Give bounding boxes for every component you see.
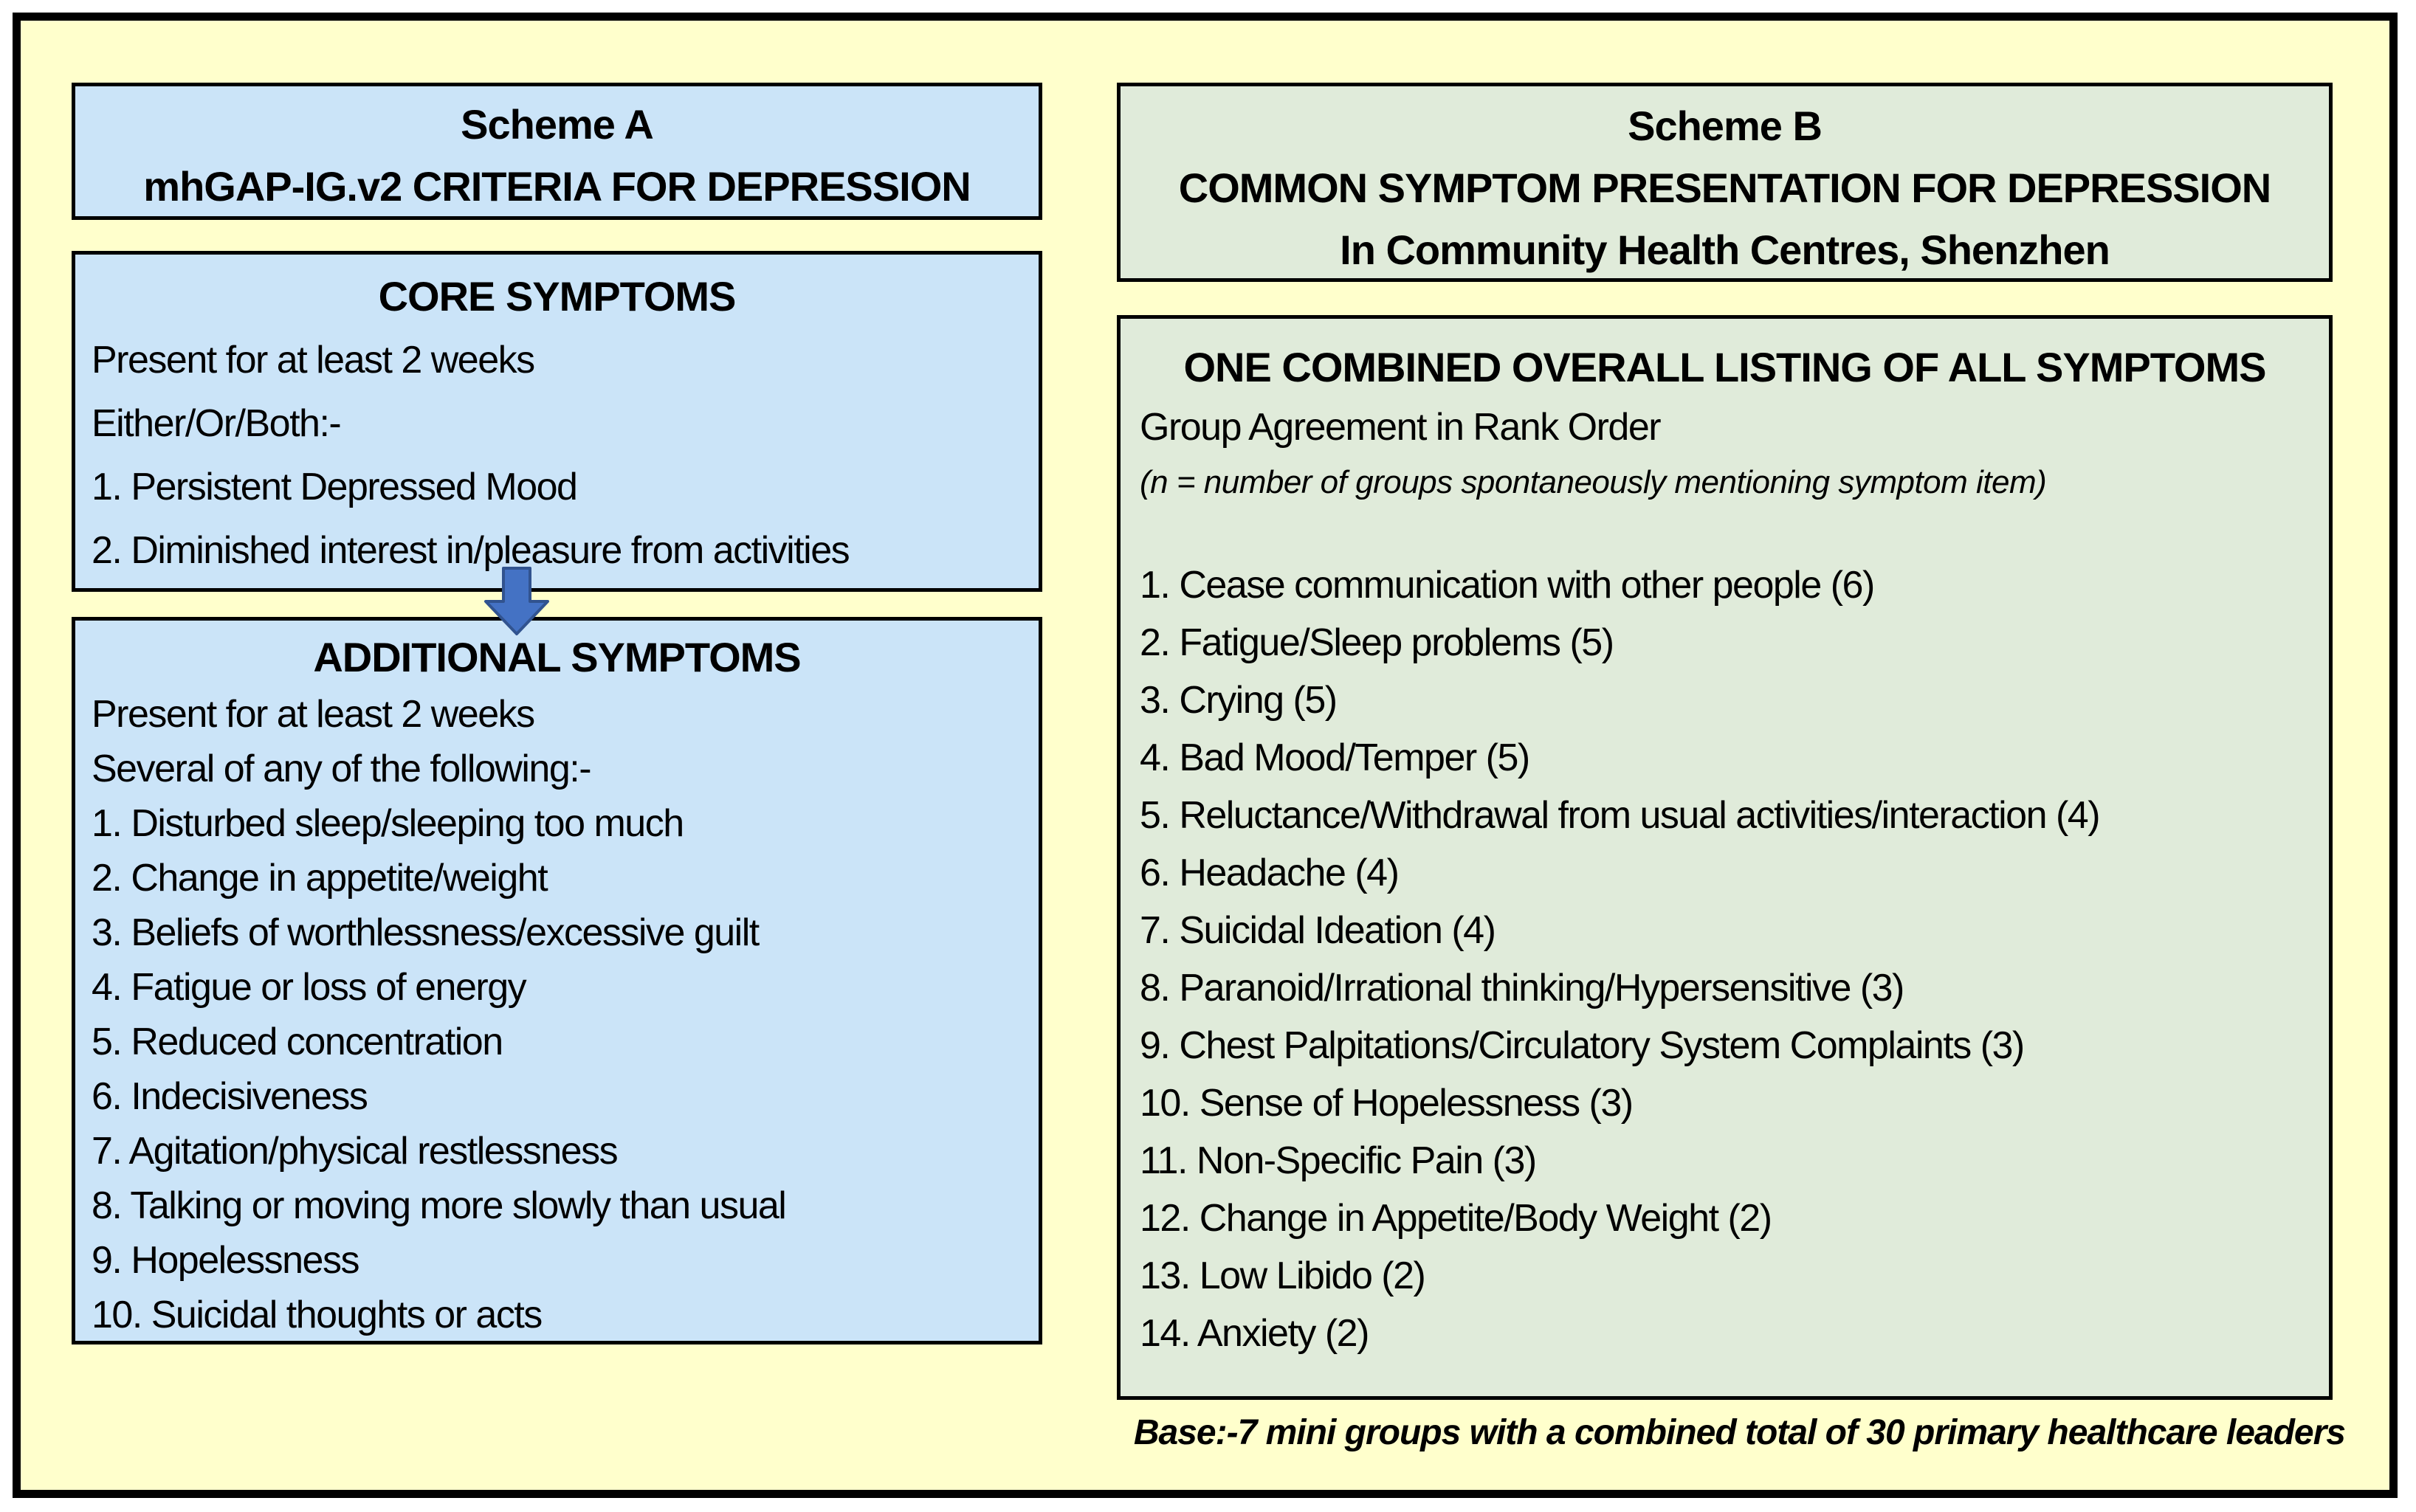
symptom-rank-item: 14. Anxiety (2) [1140,1312,1369,1355]
additional-symptoms-title: ADDITIONAL SYMPTOMS [313,634,801,680]
symptom-rank-item: 7. Suicidal Ideation (4) [1140,909,1496,952]
list-spacer [1140,509,2329,556]
additional-symptom-line: 9. Hopelessness [92,1239,359,1282]
scheme-a-subtitle: mhGAP-IG.v2 CRITERIA FOR DEPRESSION [143,163,971,210]
symptom-rank-item: 3. Crying (5) [1140,679,1338,722]
additional-symptoms-box: ADDITIONAL SYMPTOMS Present for at least… [72,617,1042,1344]
symptom-rank-item: 8. Paranoid/Irrational thinking/Hypersen… [1140,967,1904,1009]
scheme-b-title: Scheme B [1628,103,1823,149]
n-definition-note: (n = number of groups spontaneously ment… [1140,464,2047,500]
additional-symptom-line: 8. Talking or moving more slowly than us… [92,1184,787,1227]
symptom-rank-item: 6. Headache (4) [1140,852,1400,894]
core-symptoms-box: CORE SYMPTOMS Present for at least 2 wee… [72,251,1042,592]
core-symptoms-title: CORE SYMPTOMS [378,273,737,320]
core-symptom-line: 1. Persistent Depressed Mood [92,466,578,508]
figure-frame: Scheme A mhGAP-IG.v2 CRITERIA FOR DEPRES… [13,13,2398,1498]
additional-symptom-line: 1. Disturbed sleep/sleeping too much [92,802,684,845]
scheme-b-location: In Community Health Centres, Shenzhen [1340,227,2110,273]
symptom-rank-item: 10. Sense of Hopelessness (3) [1140,1082,1634,1125]
scheme-b-subtitle: COMMON SYMPTOM PRESENTATION FOR DEPRESSI… [1178,165,2271,211]
core-symptom-line: 2. Diminished interest in/pleasure from … [92,529,850,572]
symptom-rank-item: 2. Fatigue/Sleep problems (5) [1140,621,1614,664]
symptom-rank-item: 9. Chest Palpitations/Circulatory System… [1140,1024,2025,1067]
additional-symptom-line: Present for at least 2 weeks [92,693,535,736]
additional-symptom-line: 6. Indecisiveness [92,1075,368,1118]
combined-listing-title: ONE COMBINED OVERALL LISTING OF ALL SYMP… [1183,344,2266,390]
additional-symptom-line: 4. Fatigue or loss of energy [92,966,527,1009]
additional-symptom-line: 7. Agitation/physical restlessness [92,1130,619,1173]
scheme-b-header-box: Scheme B COMMON SYMPTOM PRESENTATION FOR… [1117,83,2333,282]
symptom-rank-item: 1. Cease communication with other people… [1140,564,1875,607]
base-note: Base:-7 mini groups with a combined tota… [1133,1413,2346,1452]
scheme-a-header-box: Scheme A mhGAP-IG.v2 CRITERIA FOR DEPRES… [72,83,1042,220]
additional-symptom-line: 10. Suicidal thoughts or acts [92,1294,543,1336]
down-arrow-icon [484,567,549,635]
symptom-rank-item: 4. Bad Mood/Temper (5) [1140,736,1530,779]
additional-symptom-line: 5. Reduced concentration [92,1021,503,1063]
rank-order-subtitle: Group Agreement in Rank Order [1140,406,1662,449]
scheme-a-title: Scheme A [461,101,654,148]
symptom-rank-item: 13. Low Libido (2) [1140,1254,1426,1297]
core-symptom-line: Either/Or/Both:- [92,402,342,445]
additional-symptom-line: Several of any of the following:- [92,748,592,790]
symptom-rank-item: 11. Non-Specific Pain (3) [1140,1139,1537,1182]
additional-symptom-line: 3. Beliefs of worthlessness/excessive gu… [92,911,760,954]
core-symptom-line: Present for at least 2 weeks [92,339,535,382]
combined-listing-box: ONE COMBINED OVERALL LISTING OF ALL SYMP… [1117,315,2333,1400]
additional-symptom-line: 2. Change in appetite/weight [92,857,548,900]
symptom-rank-item: 5. Reluctance/Withdrawal from usual acti… [1140,794,2101,837]
symptom-rank-item: 12. Change in Appetite/Body Weight (2) [1140,1197,1772,1240]
